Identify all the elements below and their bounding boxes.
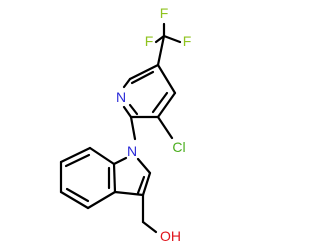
bond-pyr-c3-c4 — [156, 91, 177, 119]
bond-cf3-f-right — [162, 34, 182, 44]
structure-drawing: F F F N Cl N OH — [59, 5, 191, 244]
bonds — [59, 22, 182, 234]
bond-cf3-ring — [156, 34, 166, 67]
bond-benz-c5-c4-inner — [65, 187, 90, 203]
bond-indole-n-c2 — [136, 157, 152, 175]
bond-ch2-oh — [141, 220, 158, 234]
bond-indole-c2-c3-inner — [136, 175, 146, 195]
bond-benz-c5-c4 — [59, 190, 90, 210]
bond-cf3-f-left — [154, 34, 166, 44]
atom-label-oh: OH — [160, 228, 181, 244]
atom-label-f-top: F — [160, 5, 169, 21]
bond-pyr-c3-c4-inner — [151, 91, 169, 114]
atom-labels: F F F N Cl N OH — [116, 5, 191, 244]
atom-label-cl: Cl — [172, 139, 185, 155]
bond-benz-c7-c6-inner — [64, 153, 91, 168]
bond-benz-c4-c3a — [86, 190, 117, 210]
bond-c3-cl — [156, 115, 174, 140]
atom-label-f-right: F — [183, 33, 192, 49]
bond-benz-c7a-c7 — [88, 146, 116, 166]
bond-pyr-n-c2-inner — [128, 103, 139, 116]
atom-label-n-indole: N — [127, 143, 137, 159]
atom-label-n-pyridine: N — [116, 89, 126, 105]
bond-pyr-indole-n — [129, 115, 137, 141]
bond-benz-c7-c6 — [59, 146, 92, 164]
bond-pyr-n-c2 — [122, 105, 133, 119]
bond-pyr-c5-c6 — [128, 63, 160, 81]
bond-pyr-c5-c6-inner — [130, 70, 155, 85]
bond-pyr-c6-n — [122, 77, 132, 89]
molecule-structure: F F F N Cl N OH — [59, 5, 192, 244]
bond-indole-c2-c3 — [141, 171, 152, 197]
bond-indole-c7a-n — [112, 156, 128, 166]
atom-label-f-left: F — [145, 33, 154, 49]
bond-indole-c3-c3a — [113, 190, 145, 197]
bond-pyr-c4-c5 — [156, 63, 177, 95]
bond-indole-c3a-c7a — [112, 162, 117, 194]
